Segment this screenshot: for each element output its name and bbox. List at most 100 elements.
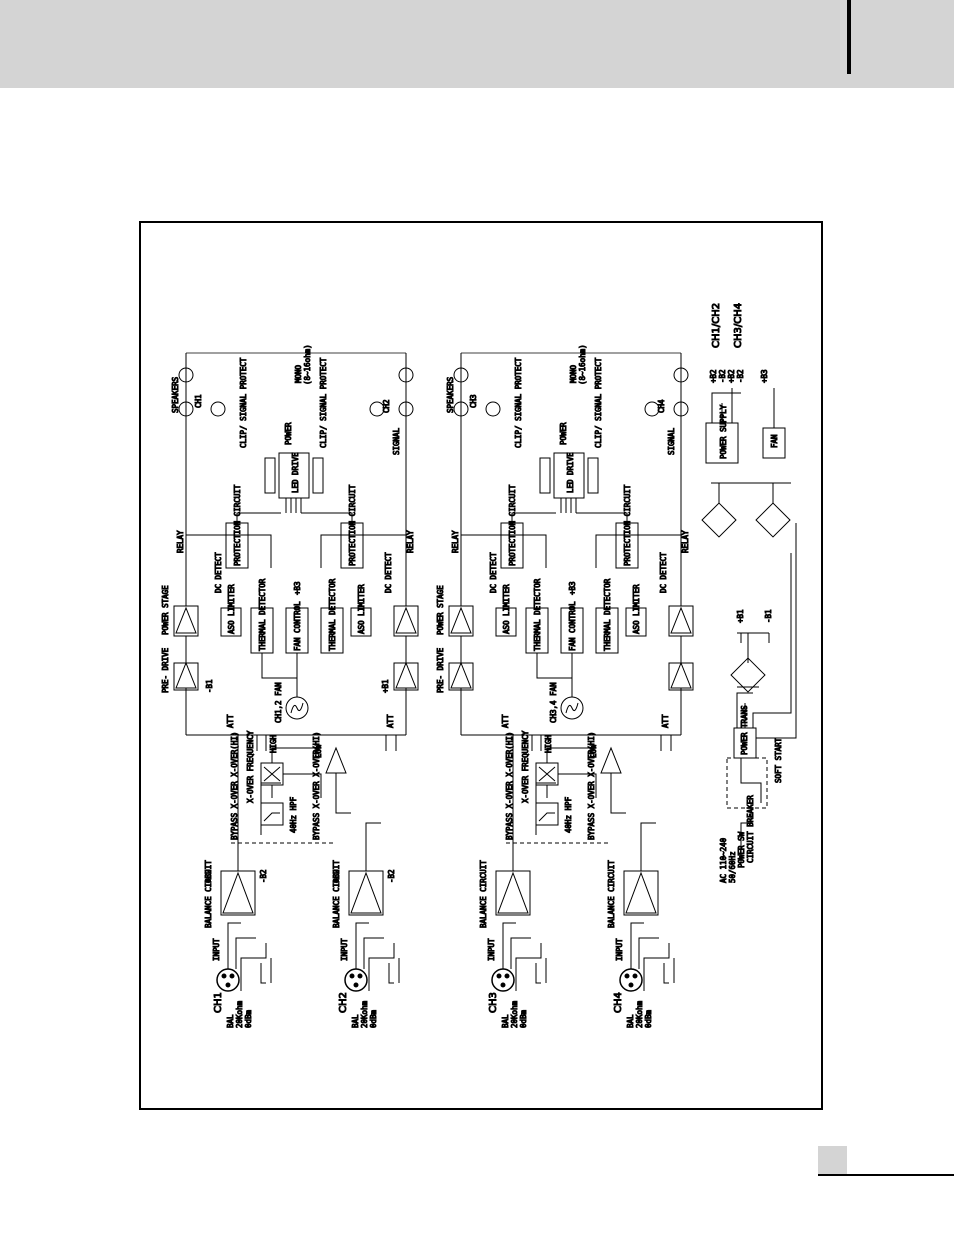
mono-imp-label-b: (8~16ohm) <box>578 344 587 385</box>
psu-b2p-label-1: +B2 <box>709 369 718 383</box>
ch2-bypass-label: BYPASS X-OVER X-OVER(HI) <box>312 732 321 840</box>
ch1-b2p-label: +B2 <box>204 869 213 883</box>
soft-start-block <box>726 757 768 809</box>
xover-low-label: LOW <box>314 744 323 758</box>
ch3-balance-label: BALANCE CIRCUIT <box>479 860 488 928</box>
ch2-thermal-label: THERMAL DETECTOR <box>328 578 337 651</box>
ch2-att-label: ATT <box>386 714 395 728</box>
block-diagram-frame: CH1 BAL 20Kohm 0dBm INPUT CH2 BAL 20Kohm… <box>139 221 823 1110</box>
ch1-out-label: CH1 <box>194 394 203 408</box>
xover-high-label-b: HIGH <box>544 734 553 753</box>
psu-b2n-label-2: -B2 <box>736 369 745 383</box>
fan-ch34-label: CH3,4 FAN <box>549 682 558 723</box>
ch3-pre-drive-amp <box>450 661 472 689</box>
fan-control-label-b: FAN CONTROL <box>568 601 577 651</box>
bridge-rectifier-b2-icon <box>701 502 737 538</box>
ch1-speaker-plus-icon <box>178 367 194 383</box>
ch1-aso-limiter-block <box>220 607 242 637</box>
power-led-label-a: POWER <box>284 422 293 445</box>
ch2-relay-label: RELAY <box>406 530 415 553</box>
mono-label-b: MONO <box>569 364 578 383</box>
xover-label: X-OVER FREQUENCY <box>246 730 255 803</box>
ch2-power-stage-amp <box>395 606 417 634</box>
ch1-xlr-input-icon <box>216 968 240 992</box>
bridge-rectifier-b1-icon <box>730 657 766 693</box>
breaker-label: CIRCUIT BREAKER <box>746 795 755 863</box>
xover-high-label: HIGH <box>269 734 278 753</box>
psu-b1p-label: +B1 <box>736 609 745 623</box>
ch3-xlr-input-icon <box>491 968 515 992</box>
ch1-protection-label: PROTECTION CIRCUIT <box>233 484 242 566</box>
ch3-att-label: ATT <box>501 714 510 728</box>
ch3-aso-label: ASO LIMITER <box>502 584 511 634</box>
ch2-aso-limiter-block <box>350 607 372 637</box>
ch2-protection-label: PROTECTION CIRCUIT <box>348 484 357 566</box>
ch1-b2n-label: -B2 <box>259 869 268 883</box>
ch4-imp-label: 20Kohm <box>635 1000 644 1028</box>
ch2-clip-label: CLIP/ SIGNAL PROTECT <box>319 357 328 448</box>
ch4-aso-limiter-block <box>625 607 647 637</box>
page-footer-rule <box>818 1174 954 1176</box>
ch3-bypass-label: BYPASS X-OVER X-OVER(HI) <box>505 732 514 840</box>
ch3-bal-label: BAL <box>501 1014 510 1028</box>
ch3-level-label: 0dBm <box>519 1009 528 1028</box>
ch1-balance-label: BALANCE CIRCUIT <box>204 860 213 928</box>
ch2-pre-drive-amp <box>395 661 417 689</box>
ch1-relay-label: RELAY <box>176 530 185 553</box>
mono-minus-icon <box>398 367 414 383</box>
ch2-b1p-label: +B1 <box>381 679 390 693</box>
ch4-balance-label: BALANCE CIRCUIT <box>607 860 616 928</box>
ch1-dc-detect-label: DC DETECT <box>214 552 223 593</box>
ch2-xlr-input-icon <box>344 968 368 992</box>
ch4-clip-label: CLIP/ SIGNAL PROTECT <box>594 357 603 448</box>
ch3-speaker-minus-icon <box>485 401 501 417</box>
ch2-balance-label: BALANCE CIRCUIT <box>332 860 341 928</box>
ch3-pre-drive-label: PRE- DRIVE <box>436 647 445 693</box>
mono-plus-icon-b <box>453 401 469 417</box>
ch1-input-label: INPUT <box>212 938 221 961</box>
ch4-input-label: INPUT <box>615 938 624 961</box>
ch4-dc-detect-label: DC DETECT <box>659 552 668 593</box>
power-led-label-b: POWER <box>559 422 568 445</box>
ch4-balance-amp <box>625 871 657 914</box>
mono-label-a: MONO <box>294 364 303 383</box>
ch2-out-label: CH2 <box>382 399 391 413</box>
fan-ch12-label: CH1,2 FAN <box>274 682 283 723</box>
xover-low-label-b: LOW <box>589 744 598 758</box>
ch4-label: CH4 <box>613 992 624 1013</box>
psu-ch34-label: CH3/CH4 <box>733 303 744 348</box>
power-section: AC 110~240 50/60Hz POWER SW CIRCUIT BREA… <box>701 302 797 884</box>
fan-supply-label: FAN <box>770 434 779 448</box>
ch2-label: CH2 <box>338 992 349 1013</box>
ch4-level-label: 0dBm <box>644 1009 653 1028</box>
ch2-dc-detect-label: DC DETECT <box>384 552 393 593</box>
ch3-balance-amp <box>497 871 529 914</box>
ch2-speaker-plus-icon <box>398 401 414 417</box>
led-drive-label-a: LED DRIVE <box>291 452 300 493</box>
mono-sum-amp <box>325 746 347 774</box>
ch1-att-label: ATT <box>226 714 235 728</box>
ch4-protection-label: PROTECTION CIRCUIT <box>623 484 632 566</box>
ch2-speaker-minus-icon <box>369 401 385 417</box>
xover-label-b: X-OVER FREQUENCY <box>521 730 530 803</box>
signal-label-b: SIGNAL <box>667 427 676 455</box>
ch1-pre-drive-label: PRE- DRIVE <box>161 647 170 693</box>
power-supply-label: POWER SUPPLY <box>719 404 728 459</box>
ch4-thermal-label: THERMAL DETECTOR <box>603 578 612 651</box>
channel-pair-ch3-ch4: CH3 BAL 20Kohm 0dBm INPUT CH4 BAL 20Kohm… <box>436 344 694 1029</box>
signal-label-a: SIGNAL <box>392 427 401 455</box>
led-drive-label-b: LED DRIVE <box>566 452 575 493</box>
power-trans-label: POWER TRANS <box>740 705 749 755</box>
ch4-bypass-label: BYPASS X-OVER X-OVER(HI) <box>587 732 596 840</box>
ch4-pre-drive-amp <box>670 661 692 689</box>
ch2-imp-label: 20Kohm <box>360 1000 369 1028</box>
ch1-thermal-label: THERMAL DETECTOR <box>258 578 267 651</box>
ch3-thermal-label: THERMAL DETECTOR <box>533 578 542 651</box>
ch1-label: CH1 <box>213 992 224 1013</box>
hpf-label: 40Hz HPF <box>289 796 298 833</box>
ch1-imp-label: 20Kohm <box>235 1000 244 1028</box>
ch3-power-stage-amp <box>450 606 472 634</box>
ch4-thermal-detector-block <box>595 607 619 654</box>
ch3-out-label: CH3 <box>469 394 478 408</box>
ch4-speaker-minus-icon <box>644 401 660 417</box>
